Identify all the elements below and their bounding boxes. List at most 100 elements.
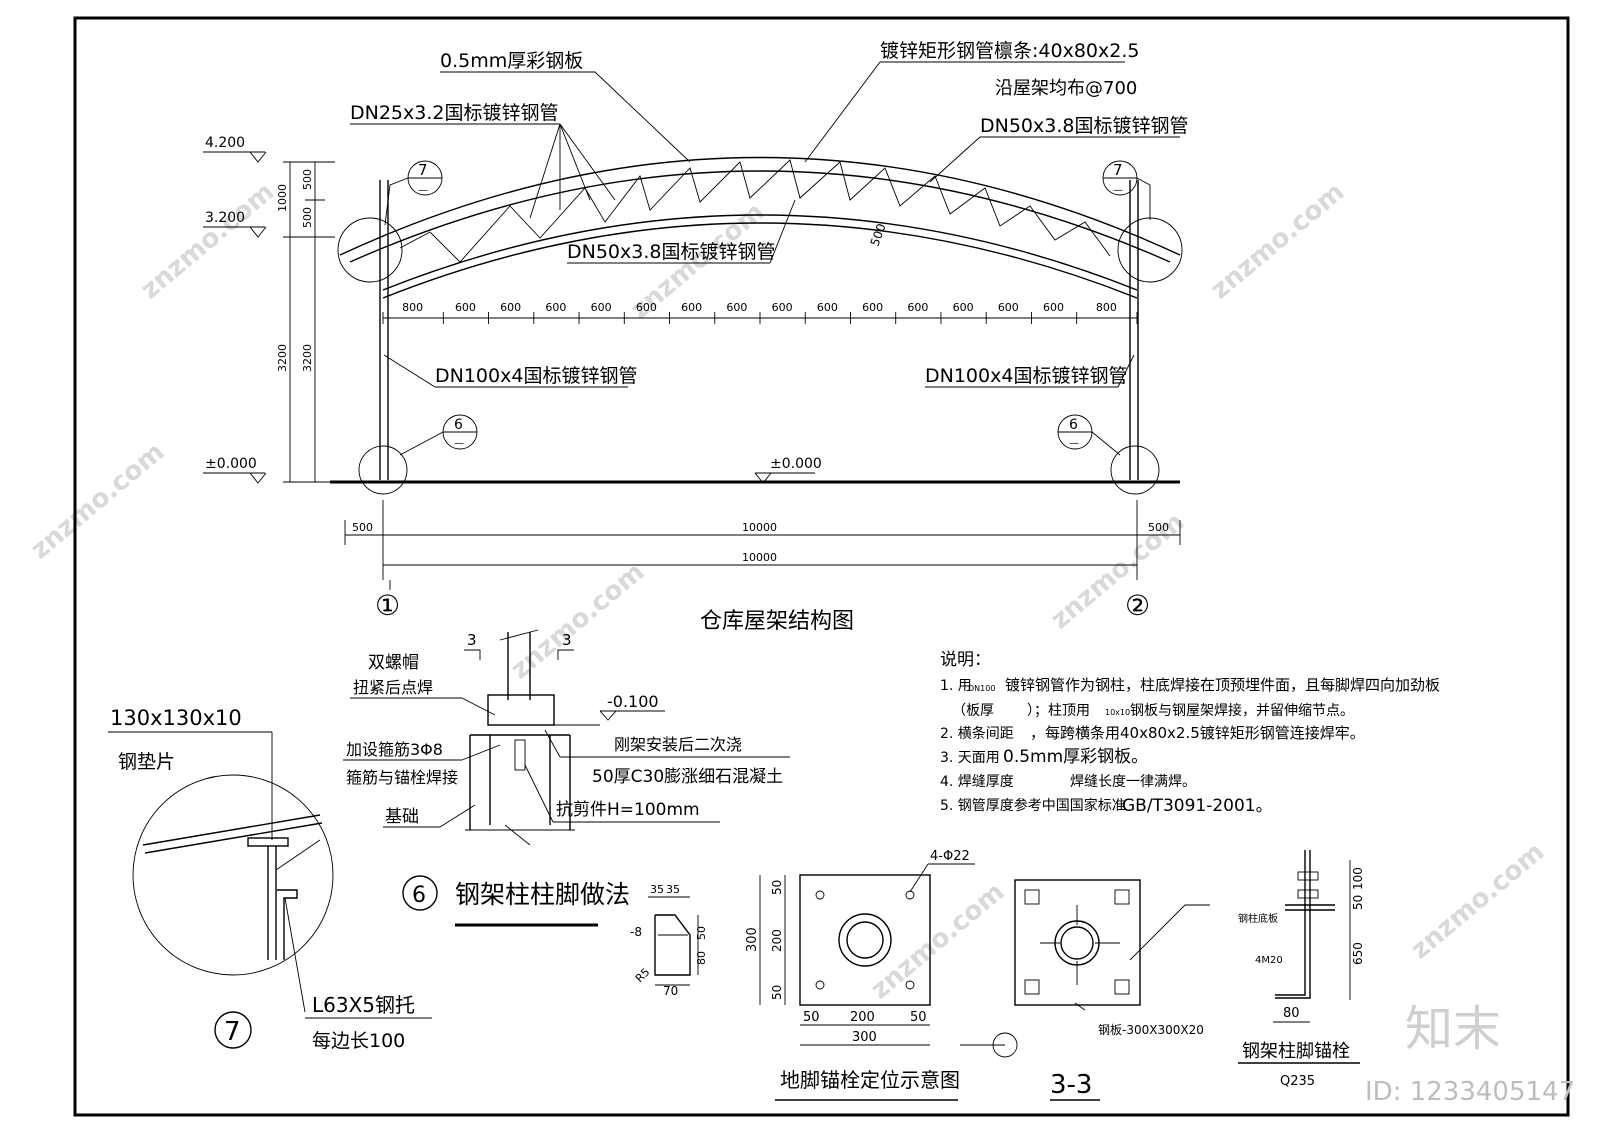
elev-base-center: ±0.000	[770, 456, 822, 472]
shear-d7: 70	[663, 984, 678, 998]
spacing-label: 600	[907, 301, 928, 314]
anchor-d80: 80	[1283, 1006, 1300, 1021]
page-title: 仓库屋架结构图	[700, 609, 854, 634]
callout-dash: —	[1113, 185, 1123, 196]
anchor-bolt-detail: 100 50 650 80 钢柱底板 4M20 钢架柱脚锚栓 Q235	[1238, 850, 1365, 1089]
section-plate: 钢板-300X300X20	[1098, 1023, 1204, 1037]
detail7-number: 7	[224, 1017, 241, 1047]
spacing-label: 600	[953, 301, 974, 314]
spacing-label: 600	[636, 301, 657, 314]
spacing-label: 600	[591, 301, 612, 314]
plate-v1: 50	[770, 880, 784, 895]
axis-2: ②	[1125, 589, 1150, 622]
anchor-d50: 50	[1351, 895, 1365, 910]
purlin-spacing-label: 沿屋架均布@700	[995, 78, 1137, 99]
watermark: znzmo.com	[865, 877, 1010, 1005]
anchor-d100: 100	[1351, 867, 1365, 890]
web-pipe-label: DN25x3.2国标镀锌钢管	[350, 102, 558, 124]
brand-logo: 知末	[1405, 1001, 1501, 1057]
section-title: 3-3	[1050, 1070, 1092, 1100]
note-1-small2: 10x10	[1105, 708, 1130, 717]
detail6-elev: -0.100	[607, 692, 659, 711]
detail6-l1: 双螺帽	[368, 653, 419, 673]
note-5b: GB/T3091-2001。	[1122, 796, 1273, 816]
note-1e: 钢板与钢屋架焊接，并留伸缩节点。	[1130, 702, 1354, 719]
detail7-pad2: 钢垫片	[118, 751, 175, 773]
plate-v2: 200	[770, 929, 784, 952]
detail-circle-7	[337, 217, 403, 283]
watermark: znzmo.com	[135, 177, 280, 305]
note-1-small: DN100	[968, 684, 995, 693]
detail-7: 130x130x10 钢垫片 L63X5钢托 每边长100 7	[108, 706, 432, 1052]
truss-labels: 0.5mm厚彩钢板 镀锌矩形钢管檩条:40x80x2.5 沿屋架均布@700 D…	[350, 40, 1188, 456]
detail6-r2: 50厚C30膨涨细石混凝土	[592, 767, 783, 787]
axis-1: ①	[375, 589, 400, 622]
callout-6-right: 6	[1069, 417, 1078, 433]
top-chord-label: DN50x3.8国标镀锌钢管	[980, 115, 1188, 137]
purlin-label: 镀锌矩形钢管檩条:40x80x2.5	[880, 40, 1139, 62]
spacing-label: 600	[998, 301, 1019, 314]
bottom-chord	[382, 214, 1138, 291]
bottom-dimensions: 500 10000 500 10000 ① ② 仓库屋架结构图	[344, 500, 1181, 634]
spacing-label: 600	[545, 301, 566, 314]
detail6-l5: 基础	[385, 807, 419, 827]
web-members	[399, 159, 1111, 263]
watermark: znzmo.com	[505, 557, 650, 685]
spacing-label: 600	[681, 301, 702, 314]
dim-bottom-span: 10000	[742, 521, 777, 534]
note-4a: 4. 焊缝厚度	[940, 774, 1014, 790]
note-2b: ，每跨横条用40x80x2.5镀锌矩形钢管连接焊牢。	[1030, 724, 1365, 742]
base-plate-plan: 4-Φ22 50 200 50 300 50 200 50 300 地脚锚栓定位…	[745, 849, 975, 1101]
detail6-l4: 箍筋与锚栓焊接	[346, 768, 458, 787]
detail7-angle2: 每边长100	[312, 1030, 405, 1052]
bottom-chord-inner	[382, 222, 1138, 299]
plate-v3: 50	[770, 985, 784, 1000]
detail6-number: 6	[412, 883, 426, 908]
anchor-bolt: 4M20	[1255, 955, 1283, 966]
roof-sheet-label: 0.5mm厚彩钢板	[440, 50, 583, 72]
image-id: ID: 1233405147	[1365, 1077, 1575, 1107]
elev-top: 4.200	[205, 135, 245, 151]
plate-ht: 300	[852, 1030, 877, 1045]
dim-bottom-total: 10000	[742, 551, 777, 564]
bottom-chord-label: DN50x3.8国标镀锌钢管	[567, 241, 775, 263]
plate-holes: 4-Φ22	[930, 849, 970, 864]
note-3b: 0.5mm厚彩钢板。	[1003, 747, 1148, 767]
spacing-label: 600	[1043, 301, 1064, 314]
callout-dash: —	[1069, 438, 1079, 449]
elev-mid: 3.200	[205, 210, 245, 226]
elevation-markers: 4.200 3.200 ±0.000 ±0.000 500 500 1000 3…	[203, 135, 822, 484]
section-3-3: 钢板-300X300X20 3-3	[960, 879, 1210, 1101]
detail6-l3: 加设箍筋3Φ8	[346, 740, 443, 759]
detail-circle-7	[1117, 217, 1183, 283]
plate-title: 地脚锚栓定位示意图	[780, 1068, 960, 1092]
watermark: znzmo.com	[1205, 177, 1350, 305]
depth-label: 500	[868, 222, 889, 248]
callout-7-right: 7	[1113, 161, 1123, 179]
anchor-base: 钢柱底板	[1238, 912, 1278, 925]
note-4b: 焊缝长度一律满焊。	[1070, 774, 1196, 790]
base-plate	[799, 874, 931, 1006]
detail-circle-6	[358, 445, 408, 495]
dim-bottom-right: 500	[1148, 521, 1169, 534]
detail6-sec2: 3	[562, 631, 572, 649]
column-right-label: DN100x4国标镀锌钢管	[925, 365, 1127, 387]
shear-d2: 35	[666, 883, 680, 896]
dim-3200b: 3200	[301, 344, 314, 372]
shear-d4: 50	[695, 926, 708, 940]
brand-stamp: 知末 ID: 1233405147	[1365, 1001, 1575, 1107]
dim-500a: 500	[301, 169, 314, 190]
shear-d3: -8	[630, 925, 642, 939]
note-1a: 1. 用	[940, 678, 972, 694]
notes: 说明： 1. 用 DN100 镀锌钢管作为钢柱，柱底焊接在顶预埋件面，且每脚焊四…	[940, 650, 1440, 816]
dim-3200a: 3200	[276, 344, 289, 372]
detail7-angle: L63X5钢托	[312, 993, 415, 1017]
anchor-title: 钢架柱脚锚栓	[1242, 1041, 1350, 1062]
callout-dash: —	[418, 185, 428, 196]
anchor-grade: Q235	[1280, 1074, 1315, 1089]
detail7-pad: 130x130x10	[110, 706, 242, 730]
callout-dash: —	[454, 438, 464, 449]
top-chord	[349, 170, 1171, 263]
detail-circle-6	[1110, 445, 1160, 495]
